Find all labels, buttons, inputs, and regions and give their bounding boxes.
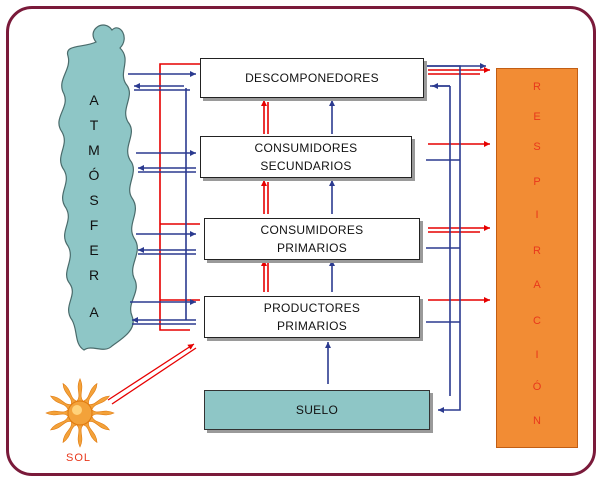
box-label: PRODUCTORES — [263, 301, 361, 315]
box-label: DESCOMPONEDORES — [245, 71, 379, 85]
atmosphere-letter: R — [88, 267, 100, 283]
respiration-letter: A — [533, 279, 541, 291]
atmosphere-letter: A — [89, 92, 99, 108]
atmosphere-letter: F — [89, 217, 99, 233]
respiration-letter: E — [533, 111, 541, 123]
respiration-letter: I — [535, 349, 539, 361]
atmosphere-letter: A — [89, 304, 99, 320]
respiration-letter: P — [533, 176, 541, 188]
atmosphere-letter: S — [89, 192, 99, 208]
respiration-letter: C — [533, 315, 541, 327]
trophic-arrows — [261, 100, 335, 384]
box-label: SECUNDARIOS — [260, 159, 352, 173]
box-productores-primarios: PRODUCTORES PRIMARIOS — [204, 296, 420, 338]
sun-energy-arrow — [107, 343, 197, 405]
box-consumidores-secundarios: CONSUMIDORES SECUNDARIOS — [200, 136, 412, 178]
box-label: CONSUMIDORES — [260, 223, 364, 237]
blue-recycling-bus — [426, 63, 486, 413]
atmosphere-letter: T — [89, 117, 99, 133]
box-label: CONSUMIDORES — [254, 141, 358, 155]
respiration-arrows — [428, 67, 490, 303]
box-label: PRIMARIOS — [276, 319, 348, 333]
respiration-letter: R — [533, 245, 541, 257]
box-suelo: SUELO — [204, 390, 430, 430]
atmosphere-letter: M — [88, 142, 100, 158]
atmosphere-exchange-arrows — [128, 71, 196, 325]
sun-icon — [45, 378, 115, 448]
box-descomponedores: DESCOMPONEDORES — [200, 58, 424, 98]
red-vertical-bus — [159, 63, 200, 331]
respiration-letter: S — [533, 141, 541, 153]
box-consumidores-primarios: CONSUMIDORES PRIMARIOS — [204, 218, 420, 260]
box-label: PRIMARIOS — [276, 241, 348, 255]
respiration-letter: Ó — [532, 381, 542, 393]
atmosphere-cloud — [58, 24, 138, 351]
respiration-letter: N — [533, 415, 541, 427]
box-label: SUELO — [295, 403, 339, 417]
respiration-column: R E S P I R A C I Ó N — [496, 68, 578, 448]
atmosphere-letter: Ó — [88, 167, 100, 183]
atmosphere-letter: E — [89, 242, 99, 258]
respiration-letter: R — [533, 81, 541, 93]
sun-label: SOL — [66, 452, 92, 464]
respiration-letter: I — [535, 209, 539, 221]
